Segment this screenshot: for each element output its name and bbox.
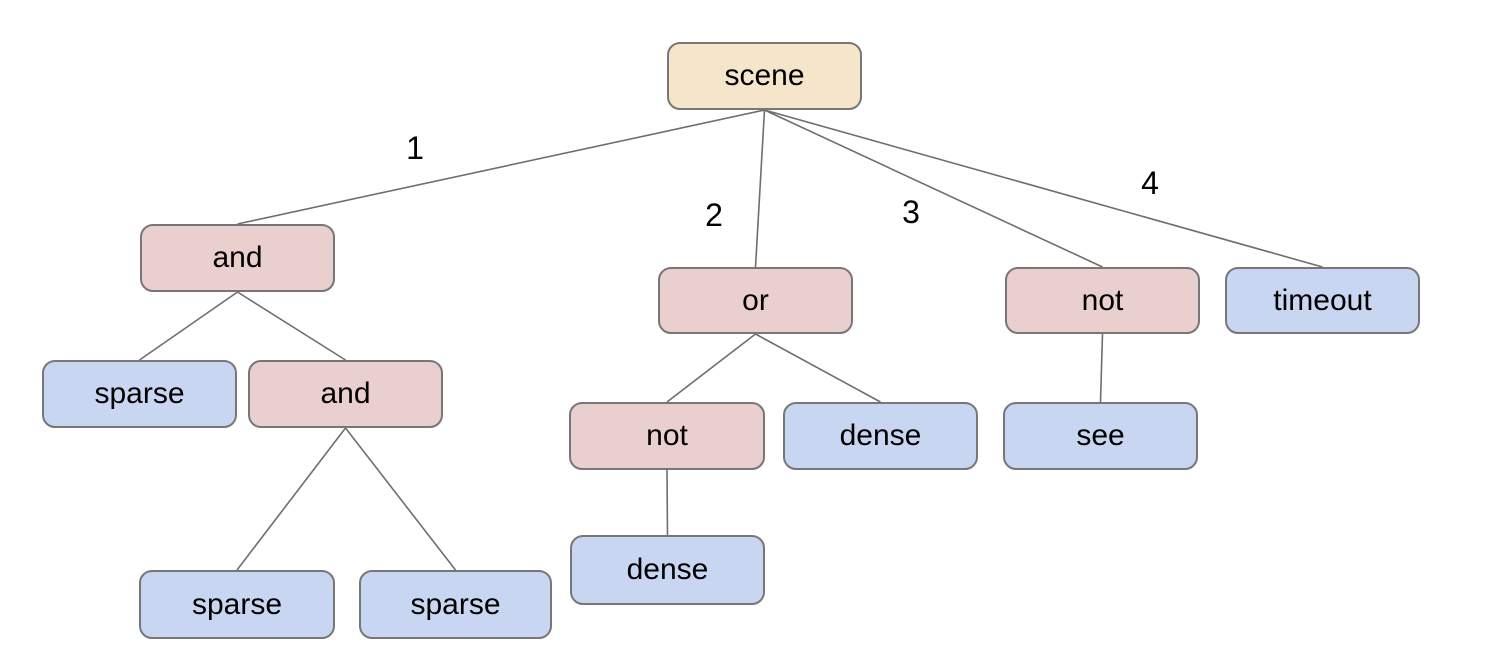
tree-edge-scene-timeout1 (764, 109, 1323, 268)
tree-edge-or1-not2 (666, 333, 756, 403)
tree-node-see1: see (1003, 402, 1198, 470)
edge-label-3: 3 (902, 194, 920, 230)
tree-node-not2: not (569, 402, 765, 470)
tree-edge-or1-dense1 (755, 333, 881, 403)
tree-edge-and2-sparse2 (236, 427, 347, 571)
tree-node-sparse2: sparse (139, 570, 335, 639)
edge-label-1: 1 (406, 130, 424, 166)
edge-label-4: 4 (1141, 165, 1159, 201)
tree-edge-not1-see1 (1099, 333, 1104, 403)
tree-edge-and2-sparse3 (344, 427, 457, 571)
tree-edge-scene-or1 (754, 109, 766, 268)
tree-node-and1: and (140, 224, 335, 292)
tree-node-sparse3: sparse (359, 570, 552, 639)
tree-node-scene: scene (667, 42, 862, 110)
tree-node-and2: and (248, 360, 443, 428)
tree-node-dense1: dense (783, 402, 978, 470)
edge-label-2: 2 (705, 197, 723, 233)
tree-node-not1: not (1005, 267, 1200, 334)
tree-node-timeout1: timeout (1225, 267, 1420, 334)
tree-node-or1: or (658, 267, 853, 334)
tree-node-dense2: dense (570, 535, 765, 605)
tree-edge-not2-dense2 (666, 469, 669, 536)
tree-edge-scene-and1 (237, 109, 765, 225)
tree-edge-scene-not1 (764, 109, 1103, 268)
tree-node-sparse1: sparse (42, 360, 237, 428)
tree-edge-and1-and2 (237, 291, 346, 361)
tree-edge-and1-sparse1 (139, 291, 238, 361)
